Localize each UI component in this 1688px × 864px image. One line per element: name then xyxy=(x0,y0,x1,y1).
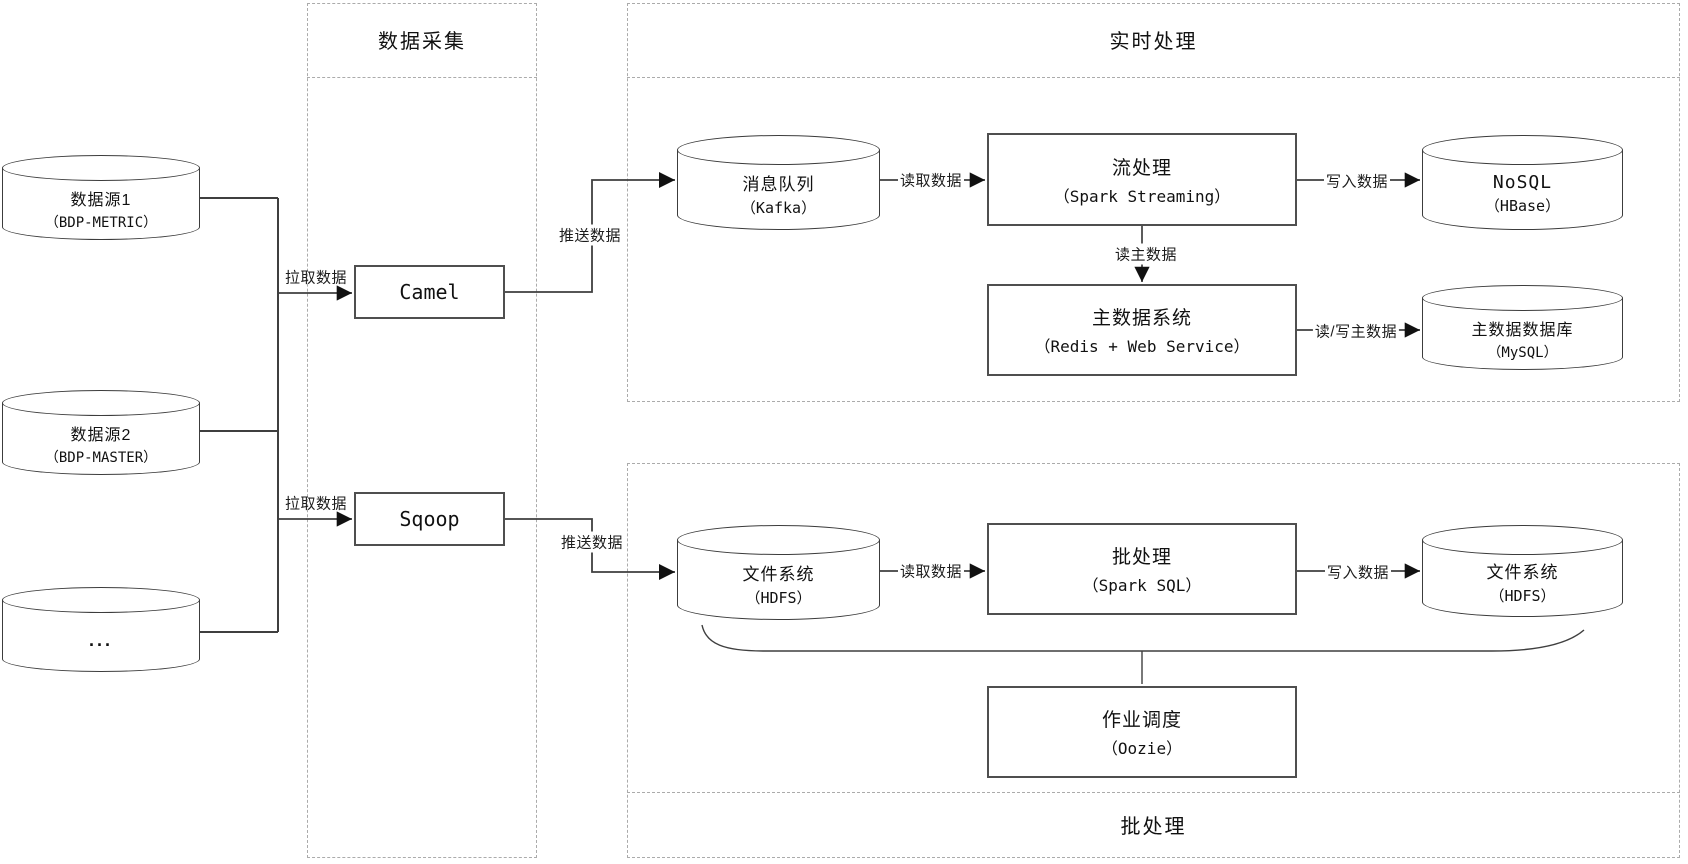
hdfs-input-sublabel: （HDFS） xyxy=(745,588,812,607)
edge-label-read-data-2: 读取数据 xyxy=(897,560,965,582)
edge-label-push-data-1: 推送数据 xyxy=(556,224,624,246)
spark-sql-label: 批处理 xyxy=(1111,547,1172,568)
sqoop-label: Sqoop xyxy=(399,507,460,531)
oozie-label: 作业调度 xyxy=(1101,710,1182,731)
edge-brace-curve xyxy=(701,624,1585,652)
stream-processing-label: 流处理 xyxy=(1111,157,1172,179)
oozie-sublabel: （Oozie） xyxy=(1101,739,1183,758)
hdfs-output-sublabel: （HDFS） xyxy=(1489,587,1556,605)
master-data-db-label: 主数据数据库 xyxy=(1471,321,1574,339)
edge-label-pull-data-2: 拉取数据 xyxy=(284,495,348,513)
kafka-cylinder: 消息队列 （Kafka） xyxy=(677,135,880,230)
master-data-db-cylinder: 主数据数据库 （MySQL） xyxy=(1422,285,1623,370)
datasource1-cylinder-cap xyxy=(2,155,200,181)
datasource1-sublabel: （BDP-METRIC） xyxy=(44,214,158,231)
datasource2-cylinder-cap xyxy=(2,390,200,416)
spark-sql-box: 批处理 （Spark SQL） xyxy=(987,523,1297,615)
batch-title: 批处理 xyxy=(1120,815,1187,838)
realtime-separator xyxy=(627,77,1680,78)
datasource-more-cylinder: ... xyxy=(2,587,200,672)
hdfs-output-cylinder: 文件系统 （HDFS） xyxy=(1422,525,1623,617)
camel-label: Camel xyxy=(399,280,460,304)
edge-label-read-data-1: 读取数据 xyxy=(897,169,965,191)
data-collection-title: 数据采集 xyxy=(378,30,466,53)
stream-processing-sublabel: （Spark Streaming） xyxy=(1053,186,1231,206)
container-data-collection xyxy=(307,3,537,858)
stream-processing-box: 流处理 （Spark Streaming） xyxy=(987,133,1297,226)
spark-sql-sublabel: （Spark SQL） xyxy=(1082,576,1202,595)
container-realtime xyxy=(627,3,1680,402)
kafka-sublabel: （Kafka） xyxy=(740,198,817,217)
datasource2-sublabel: （BDP-MASTER） xyxy=(44,449,158,466)
datasource2-label: 数据源2 xyxy=(70,426,132,444)
camel-box: Camel xyxy=(354,265,505,319)
batch-separator xyxy=(627,792,1680,793)
datasource-more-label: ... xyxy=(88,630,113,650)
master-data-db-cylinder-cap xyxy=(1422,285,1623,311)
datasource2-cylinder: 数据源2 （BDP-MASTER） xyxy=(2,390,200,475)
hdfs-input-cylinder-cap xyxy=(677,525,880,555)
data-collection-separator xyxy=(307,77,537,78)
datasource1-label: 数据源1 xyxy=(70,191,132,209)
hdfs-input-label: 文件系统 xyxy=(742,564,815,584)
oozie-box: 作业调度 （Oozie） xyxy=(987,686,1297,778)
sqoop-box: Sqoop xyxy=(354,492,505,546)
hdfs-input-cylinder: 文件系统 （HDFS） xyxy=(677,525,880,620)
realtime-title: 实时处理 xyxy=(1109,30,1198,53)
datasource-more-cylinder-cap xyxy=(2,587,200,613)
container-batch xyxy=(627,463,1680,858)
edge-label-write-data-1: 写入数据 xyxy=(1323,170,1391,192)
kafka-label: 消息队列 xyxy=(742,174,815,194)
nosql-label: NoSQL xyxy=(1492,171,1553,193)
master-data-system-box: 主数据系统 （Redis + Web Service） xyxy=(987,284,1297,376)
edge-label-write-data-2: 写入数据 xyxy=(1324,561,1392,583)
edge-label-rw-master-data: 读/写主数据 xyxy=(1312,320,1400,342)
kafka-cylinder-cap xyxy=(677,135,880,165)
datasource1-cylinder: 数据源1 （BDP-METRIC） xyxy=(2,155,200,240)
master-data-system-label: 主数据系统 xyxy=(1091,308,1192,329)
edge-label-read-master-data: 读主数据 xyxy=(1112,243,1180,265)
hdfs-output-label: 文件系统 xyxy=(1486,563,1559,582)
edge-label-push-data-2: 推送数据 xyxy=(558,531,626,553)
edge-label-pull-data-1: 拉取数据 xyxy=(284,269,348,287)
master-data-db-sublabel: （MySQL） xyxy=(1487,344,1558,361)
hdfs-output-cylinder-cap xyxy=(1422,525,1623,555)
nosql-cylinder-cap xyxy=(1422,135,1623,165)
master-data-system-sublabel: （Redis + Web Service） xyxy=(1034,337,1250,356)
nosql-cylinder: NoSQL （HBase） xyxy=(1422,135,1623,230)
nosql-sublabel: （HBase） xyxy=(1484,196,1561,215)
